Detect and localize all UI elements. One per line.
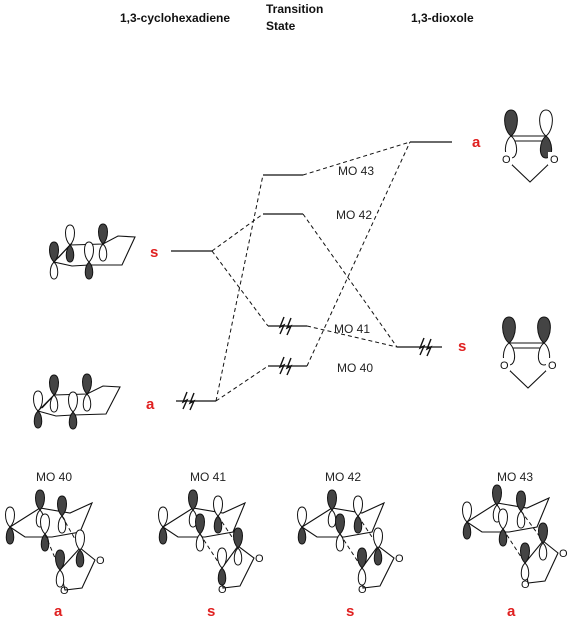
- symmetry-dioxole-homo: s: [458, 338, 466, 355]
- header-ts-line1: Transition: [266, 2, 323, 16]
- oxygen-label: O: [255, 553, 264, 565]
- symmetry-dioxole-lumo: a: [472, 134, 481, 151]
- panel-mo43-symmetry: a: [507, 603, 516, 620]
- panel-mo41: MO 41 O O s: [158, 470, 264, 620]
- oxygen-label: O: [502, 154, 511, 166]
- panel-mo42-symmetry: s: [346, 603, 354, 620]
- oxygen-label: O: [521, 579, 530, 591]
- cyclohexadiene-lumo-orbitals: [49, 223, 136, 280]
- panel-mo42: MO 42 O O s: [297, 470, 404, 620]
- panel-mo40: MO 40 O O a: [5, 470, 105, 620]
- label-mo40: MO 40: [337, 361, 373, 375]
- label-mo42: MO 42: [336, 208, 372, 222]
- panel-mo40-symmetry: a: [54, 603, 63, 620]
- panel-mo43: MO 43 O O a: [462, 470, 568, 620]
- header-reactant: 1,3-cyclohexadiene: [120, 11, 230, 25]
- oxygen-label: O: [358, 584, 367, 596]
- label-mo43: MO 43: [338, 164, 374, 178]
- oxygen-label: O: [548, 360, 557, 372]
- cyclohexadiene-homo-orbitals: [33, 373, 121, 430]
- panel-mo41-label: MO 41: [190, 470, 226, 484]
- label-mo41: MO 41: [334, 322, 370, 336]
- panel-mo40-label: MO 40: [36, 470, 72, 484]
- oxygen-label: O: [60, 585, 69, 597]
- oxygen-label: O: [96, 555, 105, 567]
- oxygen-label: O: [559, 548, 568, 560]
- panel-mo42-label: MO 42: [325, 470, 361, 484]
- correlation-lines: [211, 141, 411, 402]
- oxygen-label: O: [395, 553, 404, 565]
- panel-mo41-symmetry: s: [207, 603, 215, 620]
- oxygen-label: O: [500, 360, 509, 372]
- panel-mo43-label: MO 43: [497, 470, 533, 484]
- dioxole-homo-orbitals: O O: [498, 316, 558, 389]
- dioxole-lumo-orbitals: O O: [500, 109, 560, 183]
- header-product: 1,3-dioxole: [411, 11, 474, 25]
- oxygen-label: O: [550, 154, 559, 166]
- header-ts-line2: State: [266, 19, 296, 33]
- symmetry-diene-lumo: s: [150, 244, 158, 261]
- oxygen-label: O: [218, 584, 227, 596]
- symmetry-diene-homo: a: [146, 396, 155, 413]
